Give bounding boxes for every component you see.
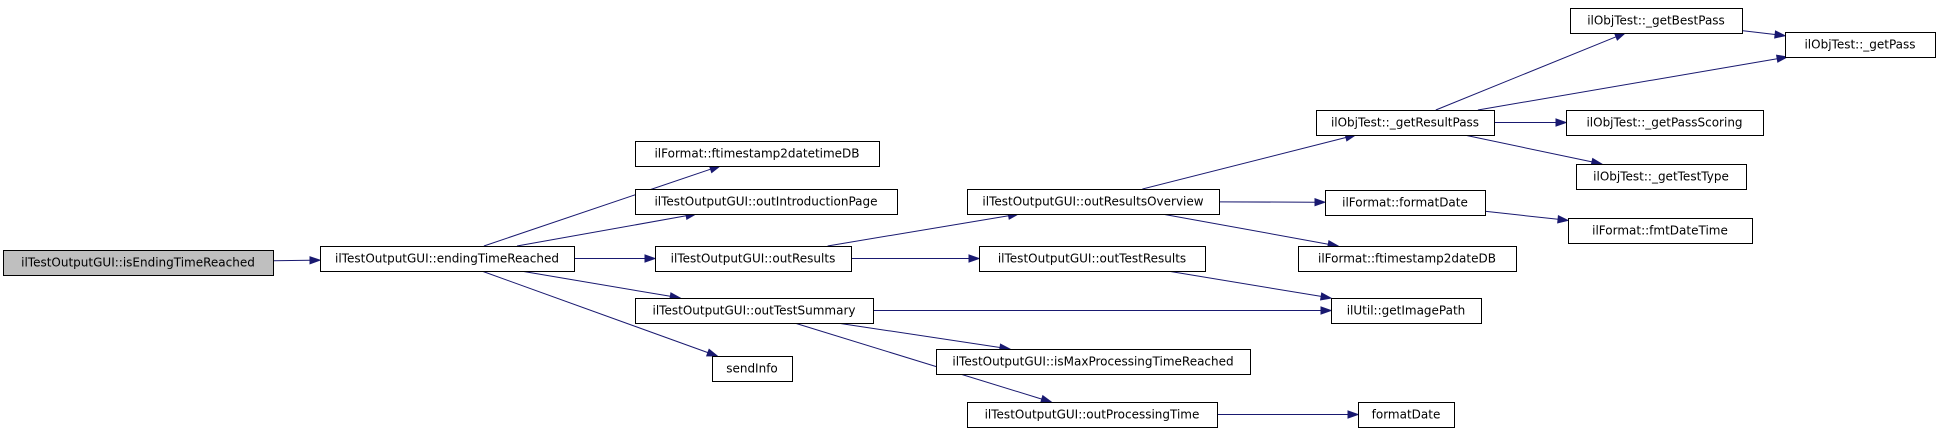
node-label-ftimestamp2dateDB: ilFormat::ftimestamp2dateDB	[1318, 252, 1496, 266]
edge-getResultPass-to-getPass	[1477, 58, 1778, 111]
node-box-outTestResults	[979, 246, 1206, 272]
node-label-getBestPass: ilObjTest::_getBestPass	[1587, 14, 1725, 28]
node-ftimestamp2datetimeDB[interactable]: ilFormat::ftimestamp2datetimeDB	[635, 141, 880, 167]
node-label-sendInfo: sendInfo	[726, 362, 778, 376]
edge-outResultsOverview-to-ftimestamp2dateDB	[1161, 213, 1329, 245]
node-label-getImagePath: ilUtil::getImagePath	[1347, 304, 1466, 318]
node-label-formatDate: formatDate	[1372, 408, 1441, 422]
arrowhead-outProcessingTime-to-formatDate	[1347, 410, 1360, 419]
node-box-sendInfo	[712, 356, 793, 382]
edge-endingTimeReached-to-outTestSummary	[520, 270, 671, 297]
node-label-isMaxProcessingTimeReached: ilTestOutputGUI::isMaxProcessingTimeReac…	[952, 355, 1233, 369]
edge-getResultPass-to-getBestPass	[1435, 36, 1617, 111]
edge-getBestPass-to-getPass	[1741, 30, 1776, 35]
edge-outTestResults-to-getImagePath	[1167, 270, 1322, 297]
node-label-isEndingTimeReached: ilTestOutputGUI::isEndingTimeReached	[21, 256, 255, 270]
node-box-getImagePath	[1331, 298, 1482, 324]
node-box-fmtDateTime	[1568, 218, 1753, 244]
node-label-outResults: ilTestOutputGUI::outResults	[671, 252, 836, 266]
edges-layer	[272, 30, 1789, 419]
arrowhead-outTestResults-to-getImagePath	[1319, 292, 1333, 301]
node-outIntroductionPage[interactable]: ilTestOutputGUI::outIntroductionPage	[635, 189, 898, 215]
node-formatDate[interactable]: formatDate	[1358, 402, 1455, 428]
node-label-outResultsOverview: ilTestOutputGUI::outResultsOverview	[982, 195, 1203, 209]
edge-outResultsOverview-to-getResultPass	[1142, 137, 1347, 190]
arrowhead-outTestSummary-to-getImagePath	[1320, 306, 1333, 315]
node-label-outIntroductionPage: ilTestOutputGUI::outIntroductionPage	[654, 195, 877, 209]
edge-isEndingTimeReached-to-endingTimeReached	[272, 259, 311, 262]
arrowhead-endingTimeReached-to-sendInfo	[705, 348, 719, 357]
node-endingTimeReached[interactable]: ilTestOutputGUI::endingTimeReached	[320, 246, 575, 272]
node-getImagePath[interactable]: ilUtil::getImagePath	[1331, 298, 1482, 324]
node-outResultsOverview[interactable]: ilTestOutputGUI::outResultsOverview	[967, 189, 1220, 215]
node-box-formatDateIl	[1325, 190, 1486, 216]
node-label-fmtDateTime: ilFormat::fmtDateTime	[1592, 224, 1728, 238]
edge-endingTimeReached-to-sendInfo	[481, 270, 709, 354]
node-box-outResultsOverview	[967, 189, 1220, 215]
node-isMaxProcessingTimeReached[interactable]: ilTestOutputGUI::isMaxProcessingTimeReac…	[936, 349, 1251, 375]
node-formatDateIl[interactable]: ilFormat::formatDate	[1325, 190, 1486, 216]
node-box-endingTimeReached	[320, 246, 575, 272]
arrowhead-getResultPass-to-getPass	[1775, 54, 1789, 63]
arrowhead-outTestSummary-to-outProcessingTime	[1040, 394, 1053, 403]
node-box-getTestType	[1576, 164, 1747, 190]
node-ftimestamp2dateDB[interactable]: ilFormat::ftimestamp2dateDB	[1298, 246, 1517, 272]
node-box-getResultPass	[1316, 110, 1495, 136]
node-outTestSummary[interactable]: ilTestOutputGUI::outTestSummary	[635, 298, 874, 324]
node-sendInfo[interactable]: sendInfo	[712, 356, 793, 382]
node-outProcessingTime[interactable]: ilTestOutputGUI::outProcessingTime	[967, 402, 1218, 428]
node-box-ftimestamp2dateDB	[1298, 246, 1517, 272]
node-box-getPassScoring	[1566, 110, 1764, 136]
node-box-outProcessingTime	[967, 402, 1218, 428]
arrowhead-endingTimeReached-to-outResults	[644, 254, 657, 263]
node-label-formatDateIl: ilFormat::formatDate	[1342, 196, 1468, 210]
node-label-outTestSummary: ilTestOutputGUI::outTestSummary	[653, 304, 856, 318]
node-getBestPass[interactable]: ilObjTest::_getBestPass	[1570, 8, 1743, 34]
arrowhead-getResultPass-to-getPassScoring	[1555, 118, 1568, 127]
node-box-outResults	[655, 246, 852, 272]
edge-endingTimeReached-to-outIntroductionPage	[516, 215, 687, 247]
arrowhead-isEndingTimeReached-to-endingTimeReached	[309, 256, 322, 265]
arrowhead-getResultPass-to-getBestPass	[1613, 32, 1627, 41]
node-label-outTestResults: ilTestOutputGUI::outTestResults	[998, 252, 1186, 266]
edge-outTestSummary-to-isMaxProcessingTimeReached	[837, 322, 1001, 348]
node-getPassScoring[interactable]: ilObjTest::_getPassScoring	[1566, 110, 1764, 136]
node-getResultPass[interactable]: ilObjTest::_getResultPass	[1316, 110, 1495, 136]
node-outTestResults[interactable]: ilTestOutputGUI::outTestResults	[979, 246, 1206, 272]
edge-getResultPass-to-getTestType	[1464, 134, 1593, 163]
node-box-isMaxProcessingTimeReached	[936, 349, 1251, 375]
arrowhead-formatDateIl-to-fmtDateTime	[1557, 215, 1570, 224]
node-getTestType[interactable]: ilObjTest::_getTestType	[1576, 164, 1747, 190]
node-label-getResultPass: ilObjTest::_getResultPass	[1331, 116, 1479, 130]
node-label-outProcessingTime: ilTestOutputGUI::outProcessingTime	[985, 408, 1200, 422]
node-label-getPass: ilObjTest::_getPass	[1804, 38, 1915, 52]
edge-formatDateIl-to-fmtDateTime	[1484, 210, 1559, 220]
node-label-ftimestamp2datetimeDB: ilFormat::ftimestamp2datetimeDB	[654, 147, 859, 161]
node-box-formatDate	[1358, 402, 1455, 428]
arrowhead-getBestPass-to-getPass	[1774, 30, 1787, 39]
node-box-ftimestamp2datetimeDB	[635, 141, 880, 167]
edge-outTestSummary-to-outProcessingTime	[794, 322, 1042, 400]
node-label-endingTimeReached: ilTestOutputGUI::endingTimeReached	[335, 252, 559, 266]
node-outResults[interactable]: ilTestOutputGUI::outResults	[655, 246, 852, 272]
node-label-getTestType: ilObjTest::_getTestType	[1593, 170, 1729, 184]
node-box-outIntroductionPage	[635, 189, 898, 215]
node-box-outTestSummary	[635, 298, 874, 324]
arrowhead-outResultsOverview-to-formatDateIl	[1314, 197, 1327, 207]
node-getPass[interactable]: ilObjTest::_getPass	[1785, 32, 1936, 58]
edge-outResults-to-outResultsOverview	[827, 215, 1009, 247]
node-fmtDateTime[interactable]: ilFormat::fmtDateTime	[1568, 218, 1753, 244]
node-box-getBestPass	[1570, 8, 1743, 34]
node-box-isEndingTimeReached	[3, 250, 274, 276]
arrowhead-outResults-to-outTestResults	[968, 254, 981, 263]
node-isEndingTimeReached[interactable]: ilTestOutputGUI::isEndingTimeReached	[3, 250, 274, 276]
node-label-getPassScoring: ilObjTest::_getPassScoring	[1586, 116, 1742, 130]
edge-endingTimeReached-to-ftimestamp2datetimeDB	[483, 168, 711, 247]
